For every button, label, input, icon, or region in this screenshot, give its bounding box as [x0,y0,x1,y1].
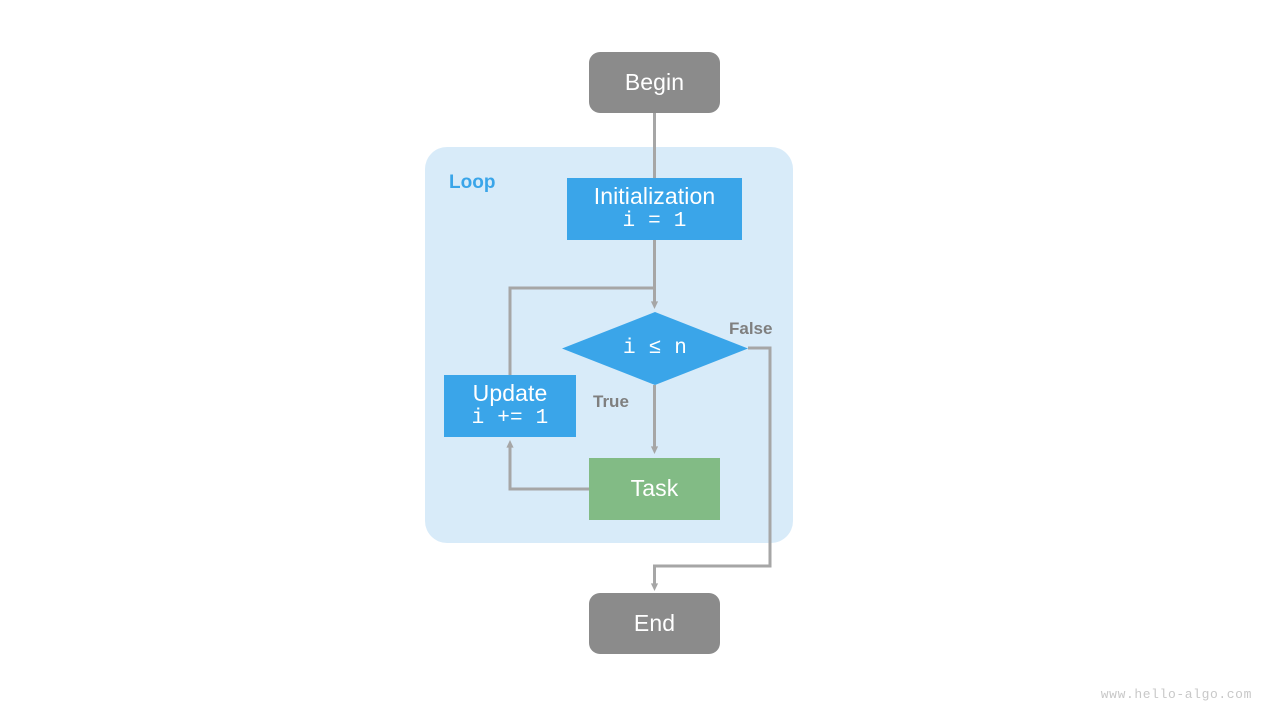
edge-condition-false-to-end [650,346,772,592]
node-end[interactable] [589,593,720,654]
edge-label-true: True [593,392,629,411]
node-update[interactable] [444,375,576,437]
edge-task-to-update [506,439,589,491]
node-begin[interactable] [589,52,720,113]
node-task[interactable] [589,458,720,520]
watermark: www.hello-algo.com [1100,687,1252,702]
edge-label-false: False [729,319,773,338]
edge-update-to-condition [508,286,655,375]
node-initialization[interactable] [567,178,742,240]
node-condition[interactable] [562,312,748,385]
loop-group-label: Loop [449,172,496,193]
